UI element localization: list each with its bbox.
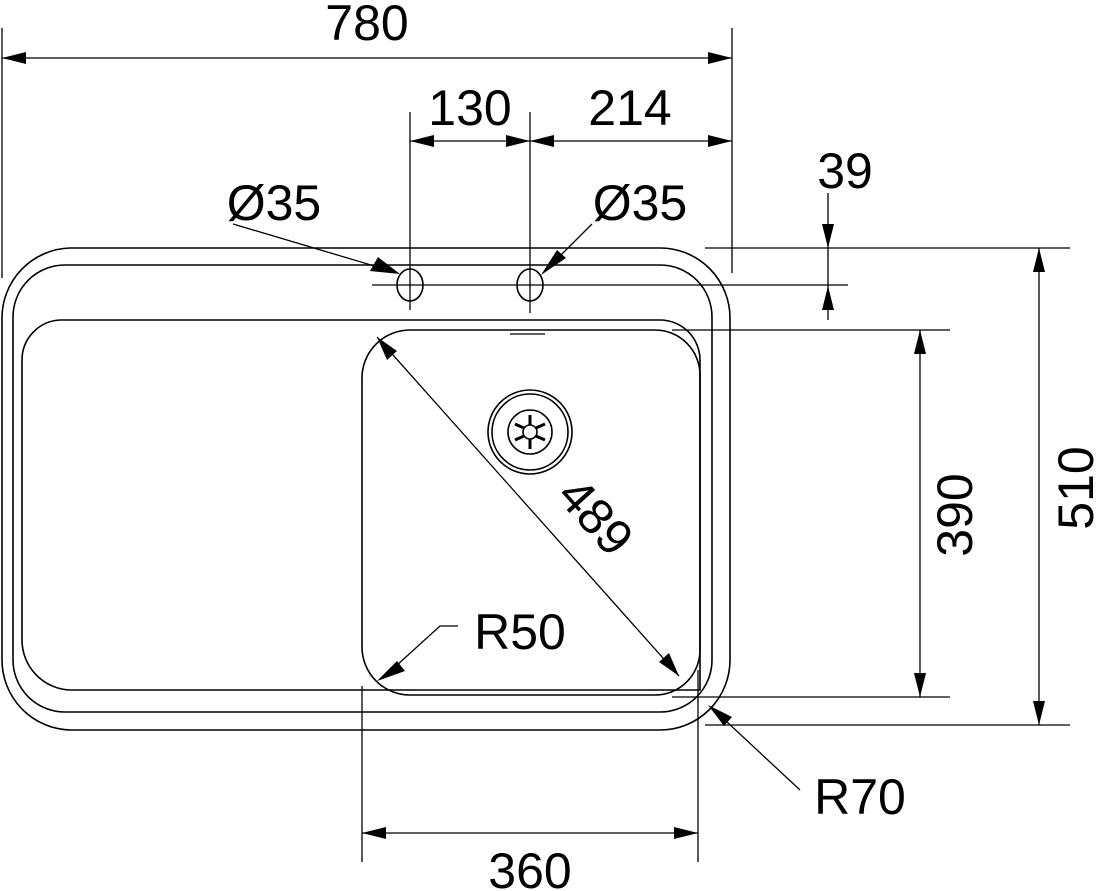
dimension-overall-width: 780: [325, 0, 408, 51]
dimension-bowl-depth: 390: [927, 473, 983, 556]
dimension-bowl-width: 360: [488, 843, 571, 891]
waste-outlet-icon: [487, 389, 573, 475]
bowl-outline: [361, 329, 701, 696]
dimension-tap-hole-right-diameter: Ø35: [593, 175, 688, 231]
dimension-outer-corner-radius: R70: [814, 769, 906, 825]
dimension-overall-depth: 510: [1048, 446, 1099, 529]
dimension-bowl-corner-radius: R50: [474, 604, 566, 660]
dimension-tap-spacing: 130: [428, 80, 511, 136]
sink-rim-outline: [12, 264, 713, 713]
sink-outer-outline: [1, 247, 731, 731]
dimension-tap-to-edge: 214: [588, 80, 671, 136]
drainer-outline: [21, 319, 701, 691]
dimension-tap-offset: 39: [817, 143, 873, 199]
dimension-bowl-diagonal: 489: [547, 467, 644, 566]
dimension-tap-hole-left-diameter: Ø35: [227, 175, 322, 231]
